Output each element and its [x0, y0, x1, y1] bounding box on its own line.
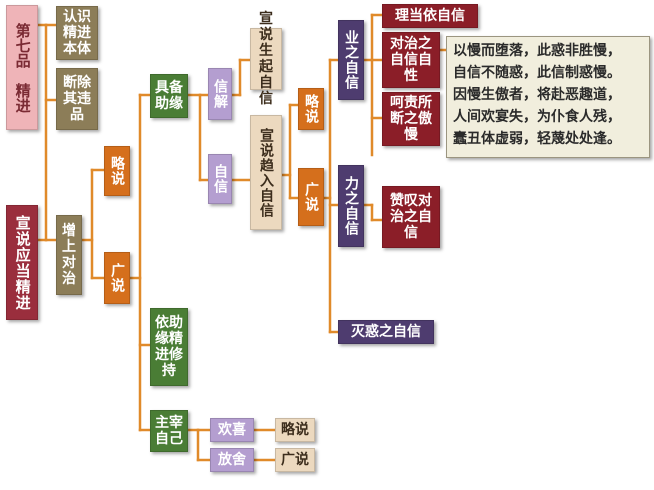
eliminate-node: 断除其违品	[56, 68, 98, 130]
prepare-node: 具备助缘	[150, 74, 188, 118]
ought-node: 理当依自信	[382, 4, 478, 28]
declare-arise-node: 宣说生起自信	[250, 11, 282, 107]
verse-line: 人间欢宴失，为仆食人残，	[453, 109, 621, 125]
counter-node: 对治之自信自性	[382, 32, 440, 88]
destroy-node: 灭惑之自信	[338, 320, 434, 344]
declare-enter-node: 宣说趋入自信	[250, 115, 282, 230]
broad-node-1: 广说	[104, 252, 130, 304]
broad-node-3: 广说	[275, 448, 315, 472]
rebuke-node: 呵责所断之傲慢	[382, 92, 440, 146]
praise-node: 赞叹对治之自信	[382, 186, 440, 248]
verse-line: 蠢丑体虚弱，轻蔑处处逢。	[453, 131, 621, 147]
brief-node-1: 略说	[104, 146, 130, 196]
recognize-node: 认识精进本体	[56, 6, 98, 60]
root-node: 宣说应当精进	[6, 205, 38, 320]
brief-node-2: 略说	[298, 88, 324, 130]
brief-node-3: 略说	[275, 418, 315, 442]
relyon-node: 依助缘精进修持	[150, 308, 188, 386]
increase-node: 增上对治	[56, 215, 82, 295]
master-node: 主宰自己	[150, 410, 188, 452]
selfconf-node: 自信	[208, 154, 232, 204]
chapter-title-node: 第七品 精进	[6, 5, 38, 130]
verse-line: 自信不随惑，此信制惑慢。	[453, 65, 621, 81]
joy-node: 欢喜	[210, 418, 254, 442]
karma-node: 业之自信	[338, 20, 364, 100]
letgo-node: 放舍	[210, 448, 254, 472]
belief-node: 信解	[208, 68, 232, 120]
verse-line: 以慢而堕落，此惑非胜慢，	[453, 43, 621, 59]
verse-note: 以慢而堕落，此惑非胜慢， 自信不随惑，此信制惑慢。 因慢生傲者，将赴恶趣道， 人…	[446, 36, 650, 158]
verse-line: 因慢生傲者，将赴恶趣道，	[453, 87, 621, 103]
broad-node-2: 广说	[298, 168, 324, 226]
power-node: 力之自信	[338, 165, 364, 247]
